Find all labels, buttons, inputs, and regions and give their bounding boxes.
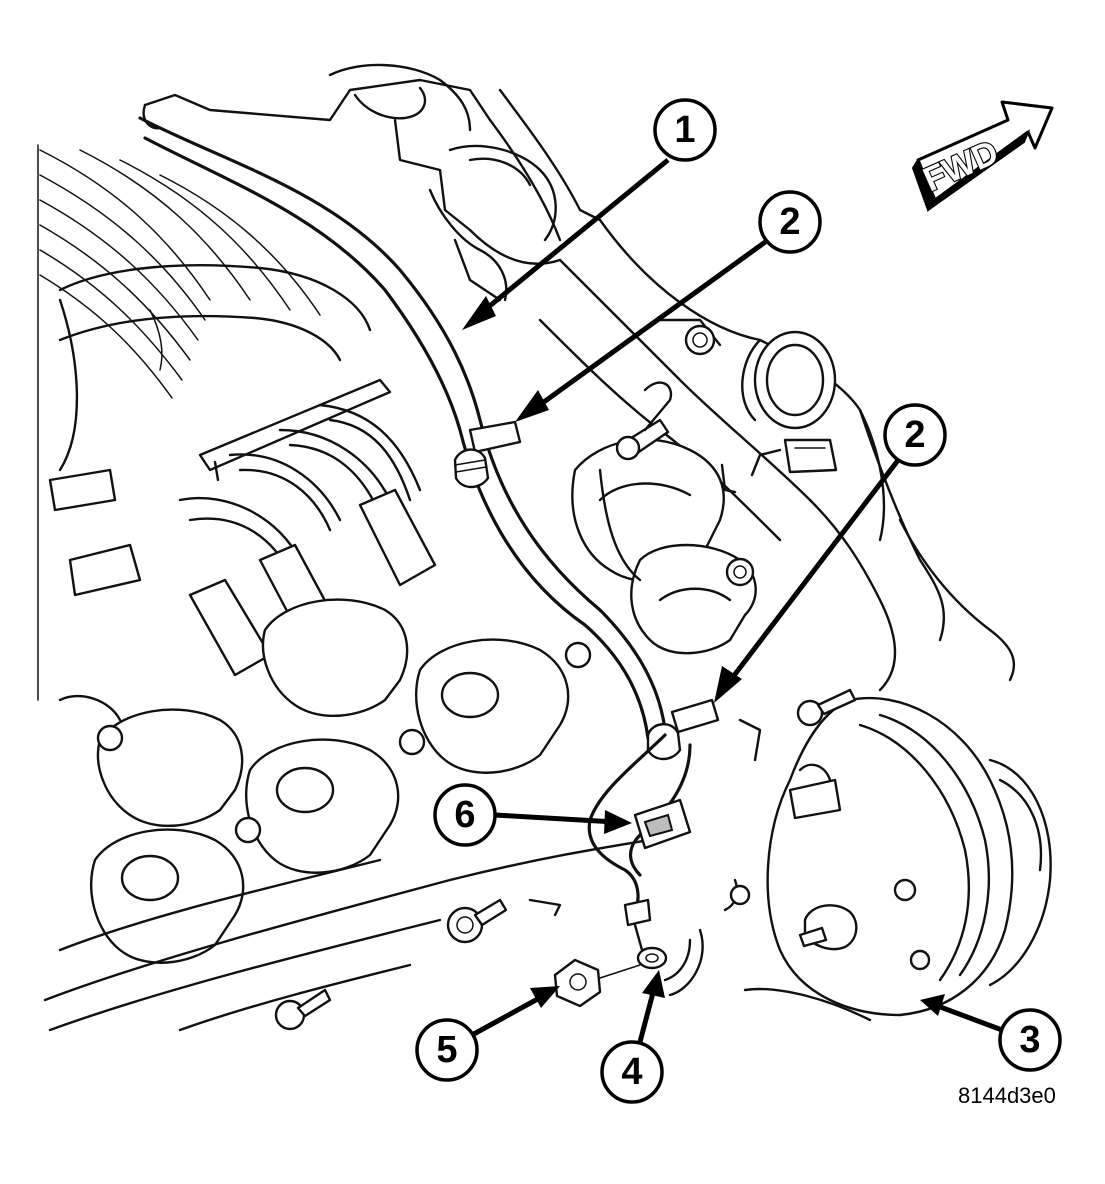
generator xyxy=(723,688,1052,1022)
right-cylinder-head xyxy=(538,218,1016,692)
engine-drawing xyxy=(37,63,1052,1032)
callout-3-label: 3 xyxy=(1019,1019,1040,1061)
fwd-direction-indicator: FWD xyxy=(911,100,1054,213)
callout-2b-label: 2 xyxy=(904,414,925,456)
nut xyxy=(553,958,641,1008)
callout-5-label: 5 xyxy=(436,1029,457,1071)
callout-3: 3 xyxy=(920,994,1062,1072)
callout-6: 6 xyxy=(433,783,632,847)
callout-5: 5 xyxy=(415,986,560,1082)
left-coils xyxy=(48,378,592,964)
callout-1-label: 1 xyxy=(674,109,695,151)
callout-2a-label: 2 xyxy=(779,201,800,243)
callout-4-label: 4 xyxy=(621,1051,642,1093)
callout-1: 1 xyxy=(462,98,717,330)
figure-code: 8144d3e0 xyxy=(958,1083,1056,1108)
upper-manifold xyxy=(142,63,602,302)
callout-2b: 2 xyxy=(714,403,947,703)
callout-2a: 2 xyxy=(515,190,822,422)
lower-block xyxy=(43,833,704,1032)
callout-6-label: 6 xyxy=(454,794,475,836)
valve-cover-fins xyxy=(37,144,321,701)
intake-tube xyxy=(58,264,372,472)
callouts: 1 2 2 6 5 xyxy=(415,98,1062,1104)
right-coils xyxy=(571,381,757,655)
callout-4: 4 xyxy=(600,970,665,1104)
battery-cable xyxy=(138,116,720,970)
